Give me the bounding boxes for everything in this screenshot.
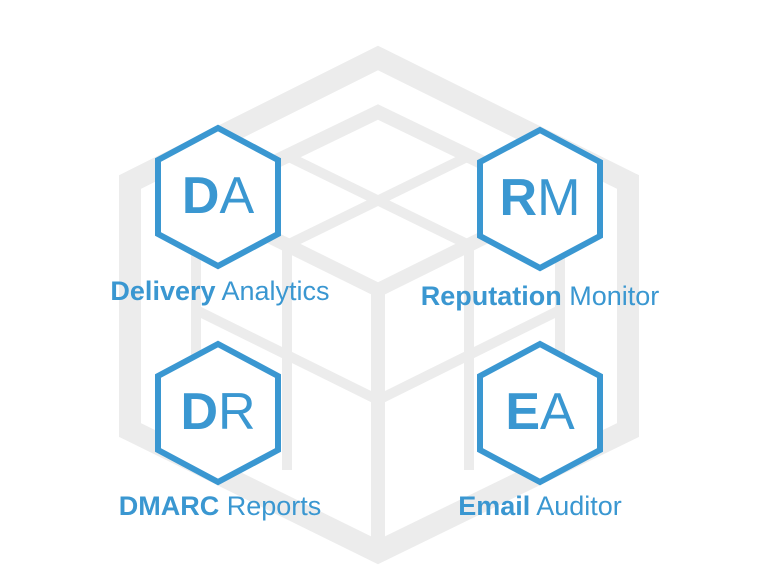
product-monogram: RM	[470, 172, 610, 224]
monogram-bold: E	[505, 383, 540, 441]
product-name-light: Auditor	[536, 491, 622, 521]
monogram-bold: D	[181, 167, 220, 225]
product-monogram: DR	[148, 386, 288, 438]
product-monogram: EA	[470, 386, 610, 438]
product-name-reputation-monitor: Reputation Monitor	[390, 280, 690, 312]
product-tile-reputation-monitor[interactable]: RM	[470, 122, 610, 282]
product-name-bold: Email	[458, 491, 531, 521]
product-name-light: Reports	[226, 491, 322, 521]
product-name-bold: DMARC	[118, 491, 220, 521]
monogram-bold: R	[499, 169, 538, 227]
product-tile-email-auditor[interactable]: EA	[470, 336, 610, 496]
product-name-bold: Reputation	[420, 281, 562, 311]
product-monogram: DA	[148, 170, 288, 222]
product-tile-delivery-analytics[interactable]: DA	[148, 120, 288, 280]
hexagon-icon	[155, 124, 281, 270]
product-name-dmarc-reports: DMARC Reports	[90, 490, 350, 522]
hexagon-icon	[477, 340, 603, 486]
monogram-light: R	[218, 383, 256, 441]
product-tile-dmarc-reports[interactable]: DR	[148, 336, 288, 496]
product-name-bold: Delivery	[110, 276, 216, 306]
monogram-light: A	[219, 167, 255, 225]
monogram-light: A	[540, 383, 575, 441]
hexagon-icon	[477, 126, 603, 272]
product-name-email-auditor: Email Auditor	[410, 490, 670, 522]
monogram-light: M	[537, 169, 581, 227]
hexagon-icon	[155, 340, 281, 486]
monogram-bold: D	[180, 383, 218, 441]
product-name-delivery-analytics: Delivery Analytics	[90, 275, 350, 307]
product-name-light: Analytics	[221, 276, 330, 306]
product-name-light: Monitor	[569, 281, 660, 311]
